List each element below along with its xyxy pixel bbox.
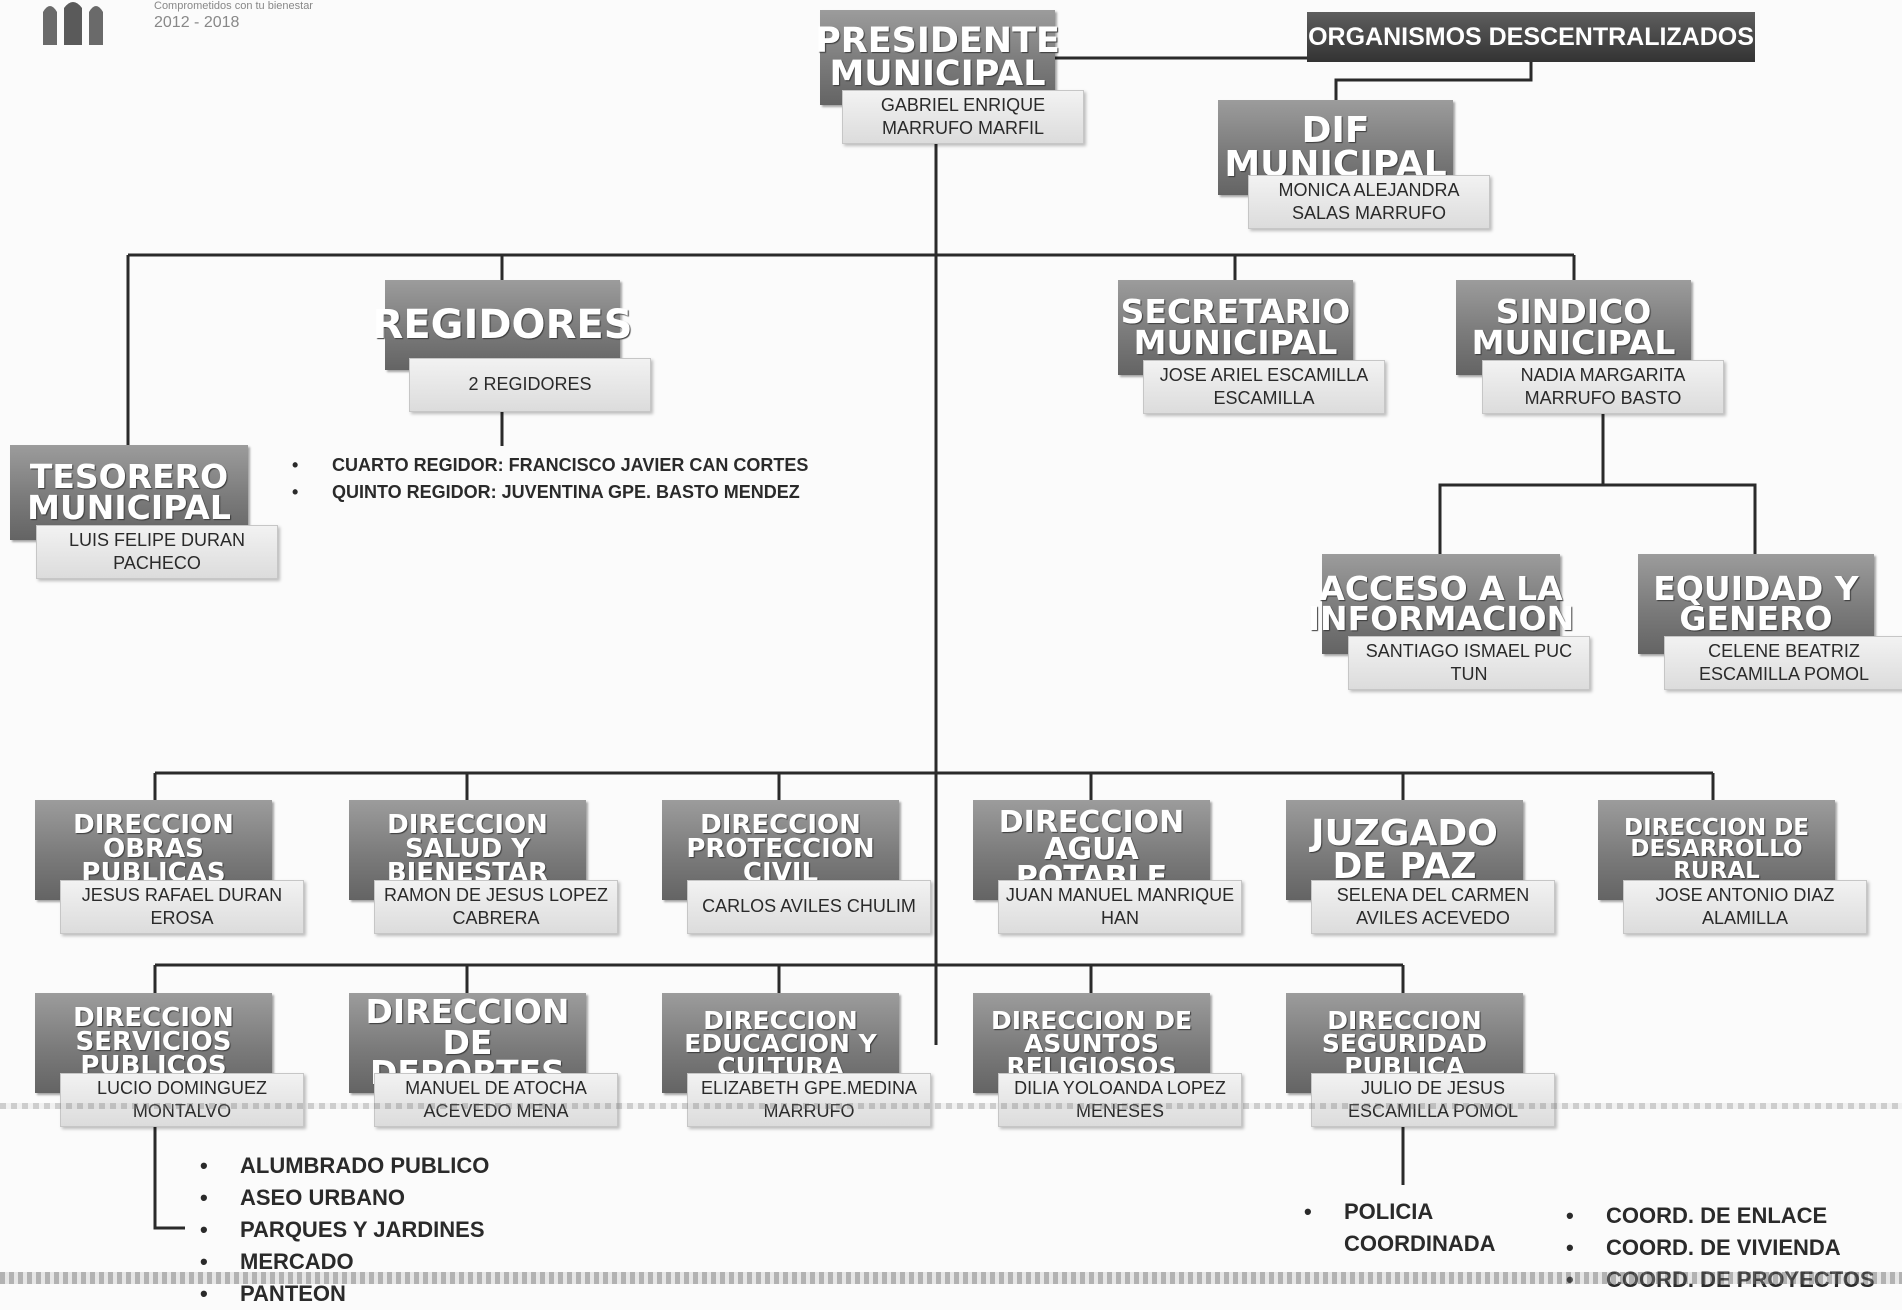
- servicios-list: ALUMBRADO PUBLICO ASEO URBANO PARQUES Y …: [200, 1150, 489, 1310]
- list-item: QUINTO REGIDOR: JUVENTINA GPE. BASTO MEN…: [292, 479, 808, 506]
- person-name: JESUS RAFAEL DURAN EROSA: [60, 880, 304, 934]
- list-item: COORD. DE ENLACE: [1566, 1200, 1875, 1232]
- node-deportes: DIRECCION DE DEPORTES MANUEL DE ATOCHA A…: [349, 993, 619, 1127]
- person-name: SELENA DEL CARMEN AVILES ACEVEDO: [1311, 880, 1555, 934]
- list-item: CUARTO REGIDOR: FRANCISCO JAVIER CAN COR…: [292, 452, 808, 479]
- node-servicios-publicos: DIRECCION SERVICIOS PUBLICOS LUCIO DOMIN…: [35, 993, 305, 1127]
- role-title: TESORERO MUNICIPAL: [10, 445, 248, 540]
- node-salud-bienestar: DIRECCION SALUD Y BIENESTAR RAMON DE JES…: [349, 800, 619, 934]
- person-name: CELENE BEATRIZ ESCAMILLA POMOL: [1664, 636, 1902, 690]
- coordinaciones-list: COORD. DE ENLACE COORD. DE VIVIENDA COOR…: [1566, 1200, 1875, 1296]
- tagline: Comprometidos con tu bienestar: [154, 0, 313, 12]
- person-name: JOSE ANTONIO DIAZ ALAMILLA: [1623, 880, 1867, 934]
- person-name: 2 REGIDORES: [409, 358, 651, 412]
- list-item: COORD. DE PROYECTOS: [1566, 1264, 1875, 1296]
- regidores-list: CUARTO REGIDOR: FRANCISCO JAVIER CAN COR…: [292, 452, 808, 506]
- node-presidente: PRESIDENTE MUNICIPAL GABRIEL ENRIQUE MAR…: [815, 10, 1085, 145]
- person-name: LUCIO DOMINGUEZ MONTALVO: [60, 1073, 304, 1127]
- list-item: PARQUES Y JARDINES: [200, 1214, 489, 1246]
- person-name: NADIA MARGARITA MARRUFO BASTO: [1482, 360, 1724, 414]
- node-seguridad-publica: DIRECCION SEGURIDAD PUBLICA JULIO DE JES…: [1286, 993, 1556, 1127]
- node-tesorero: TESORERO MUNICIPAL LUIS FELIPE DURAN PAC…: [10, 445, 280, 579]
- node-asuntos-religiosos: DIRECCION DE ASUNTOS RELIGIOSOS DILIA YO…: [973, 993, 1243, 1127]
- scan-artifact: [0, 1272, 1902, 1284]
- list-item: COORD. DE VIVIENDA: [1566, 1232, 1875, 1264]
- list-item: MERCADO: [200, 1246, 489, 1278]
- list-item: ALUMBRADO PUBLICO: [200, 1150, 489, 1182]
- list-item: ASEO URBANO: [200, 1182, 489, 1214]
- person-name: DILIA YOLOANDA LOPEZ MENESES: [998, 1073, 1242, 1127]
- person-name: JUAN MANUEL MANRIQUE HAN: [998, 880, 1242, 934]
- person-name: CARLOS AVILES CHULIM: [687, 880, 931, 934]
- person-name: SANTIAGO ISMAEL PUC TUN: [1348, 636, 1590, 690]
- node-obras-publicas: DIRECCION OBRAS PUBLICAS JESUS RAFAEL DU…: [35, 800, 305, 934]
- node-regidores: REGIDORES 2 REGIDORES: [373, 280, 651, 412]
- person-name: JULIO DE JESUS ESCAMILLA POMOL: [1311, 1073, 1555, 1127]
- node-agua-potable: DIRECCION AGUA POTABLE JUAN MANUEL MANRI…: [973, 800, 1243, 934]
- person-name: JOSE ARIEL ESCAMILLA ESCAMILLA: [1143, 360, 1385, 414]
- node-equidad-genero: EQUIDAD Y GENERO CELENE BEATRIZ ESCAMILL…: [1638, 554, 1902, 690]
- scan-artifact: [0, 1103, 1902, 1109]
- node-juzgado-paz: JUZGADO DE PAZ SELENA DEL CARMEN AVILES …: [1286, 800, 1556, 934]
- node-secretario: SECRETARIO MUNICIPAL JOSE ARIEL ESCAMILL…: [1118, 280, 1385, 414]
- role-title: REGIDORES: [373, 280, 633, 370]
- node-proteccion-civil: DIRECCION PROTECCION CIVIL CARLOS AVILES…: [662, 800, 932, 934]
- person-name: RAMON DE JESUS LOPEZ CABRERA: [374, 880, 618, 934]
- role-title: PRESIDENTE MUNICIPAL: [815, 10, 1060, 105]
- seguridad-list: POLICIA COORDINADA: [1304, 1196, 1554, 1260]
- list-item: POLICIA COORDINADA: [1304, 1196, 1554, 1260]
- role-title: SECRETARIO MUNICIPAL: [1118, 280, 1353, 375]
- logo-text: Comprometidos con tu bienestar 2012 - 20…: [154, 0, 313, 32]
- person-name: MONICA ALEJANDRA SALAS MARRUFO: [1248, 175, 1490, 229]
- node-dif: DIF MUNICIPAL MONICA ALEJANDRA SALAS MAR…: [1218, 100, 1490, 230]
- logo: [40, 0, 110, 45]
- person-name: ELIZABETH GPE.MEDINA MARRUFO: [687, 1073, 931, 1127]
- node-sindico: SINDICO MUNICIPAL NADIA MARGARITA MARRUF…: [1456, 280, 1724, 414]
- person-name: GABRIEL ENRIQUE MARRUFO MARFIL: [842, 90, 1084, 144]
- organismos-descentralizados-box: ORGANISMOS DESCENTRALIZADOS: [1307, 12, 1755, 62]
- role-title: SINDICO MUNICIPAL: [1456, 280, 1691, 375]
- node-acceso-informacion: ACCESO A LA INFORMACION SANTIAGO ISMAEL …: [1308, 554, 1590, 690]
- node-educacion-cultura: DIRECCION EDUCACION Y CULTURA ELIZABETH …: [662, 993, 932, 1127]
- person-name: MANUEL DE ATOCHA ACEVEDO MENA: [374, 1073, 618, 1127]
- person-name: LUIS FELIPE DURAN PACHECO: [36, 525, 278, 579]
- node-desarrollo-rural: DIRECCION DE DESARROLLO RURAL JOSE ANTON…: [1598, 800, 1868, 934]
- period: 2012 - 2018: [154, 14, 240, 31]
- logo-arches-icon: [43, 2, 103, 45]
